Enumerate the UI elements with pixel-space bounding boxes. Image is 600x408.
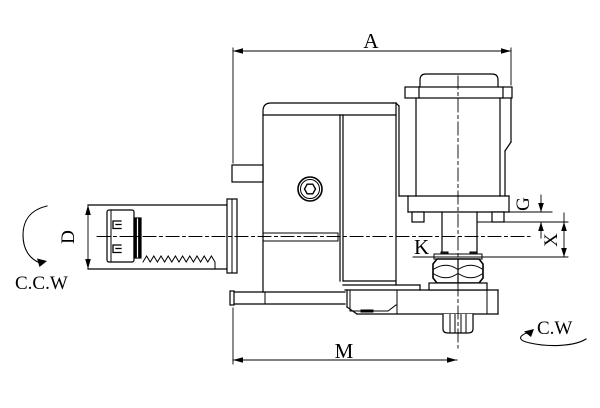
cw-arrowhead-icon (524, 329, 534, 337)
dimension-g (477, 194, 569, 239)
base-pocket (349, 290, 397, 312)
collet-spindle (87, 198, 238, 274)
dimension-m (232, 307, 458, 365)
base-plate (344, 289, 499, 315)
ccw-arrowhead-icon (37, 258, 47, 267)
centerlines (96, 75, 531, 349)
clamp-lug (231, 164, 264, 183)
top-flange (404, 86, 513, 99)
cw-rotation-arrow (520, 329, 587, 347)
collet-slot (112, 220, 122, 254)
collet-nut (106, 209, 142, 263)
dimension-d (85, 204, 91, 270)
dim-k-label: K (414, 235, 429, 259)
rotation-ccw-label: C.C.W (15, 273, 68, 294)
dim-m-label: M (335, 339, 354, 363)
dim-a-label: A (363, 29, 379, 53)
main-body (231, 102, 421, 293)
dim-d-label: D (58, 230, 79, 244)
dimension-a (232, 47, 512, 164)
bottom-flange (398, 195, 510, 223)
rotation-cw-label: C.W (537, 318, 572, 339)
hex-socket-icon (303, 183, 317, 195)
ccw-rotation-arrow (22, 205, 48, 267)
dim-x-label: X (541, 233, 562, 247)
cylinder-cap (419, 73, 499, 89)
socket-head-bolt (297, 176, 323, 202)
dimension-x (412, 212, 569, 258)
clamp-arm (229, 290, 346, 306)
dim-g-label: G (513, 197, 534, 211)
thread-zigzag (142, 255, 216, 270)
drive-shaft (262, 232, 339, 242)
